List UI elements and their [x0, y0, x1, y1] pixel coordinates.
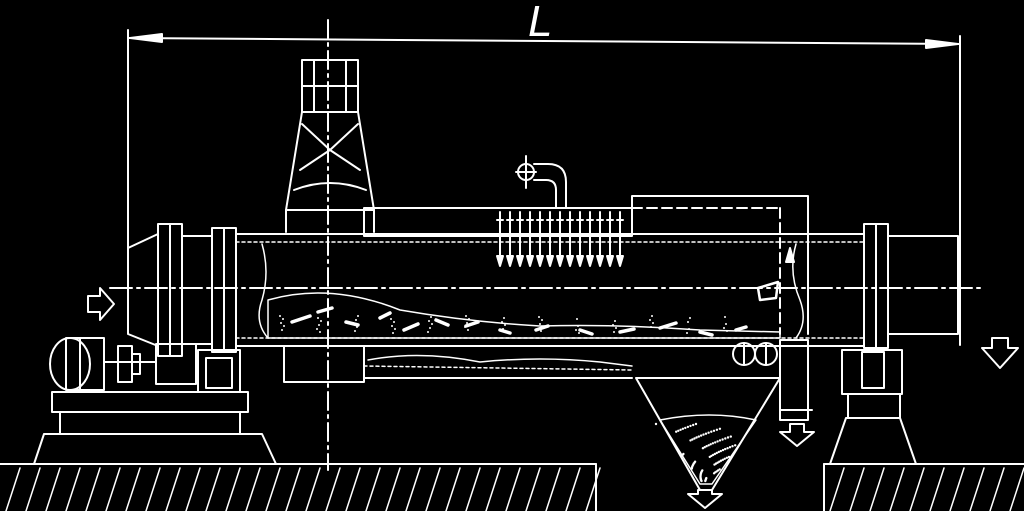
discharge-rollers — [732, 342, 778, 366]
length-dimension-line — [127, 29, 961, 346]
gas-duct — [363, 195, 809, 335]
drive-unit — [33, 337, 277, 465]
inlet-arrow — [87, 287, 115, 321]
injector-nozzles — [496, 211, 624, 267]
right-support — [829, 349, 917, 465]
center-support — [779, 339, 813, 421]
inlet-head — [127, 223, 237, 357]
discharge-arrow-center — [779, 423, 815, 447]
length-dimension-label: L — [528, 0, 553, 46]
lower-trough — [283, 345, 633, 383]
material-bed — [267, 280, 781, 339]
ground-foundation — [0, 463, 1024, 511]
feed-hopper — [285, 59, 375, 233]
burner-pipe — [495, 155, 631, 209]
outlet-arrow — [981, 337, 1019, 369]
outlet-head — [863, 223, 959, 349]
discharge-arrow-bottom — [687, 489, 723, 509]
discharge-hopper — [635, 377, 781, 491]
